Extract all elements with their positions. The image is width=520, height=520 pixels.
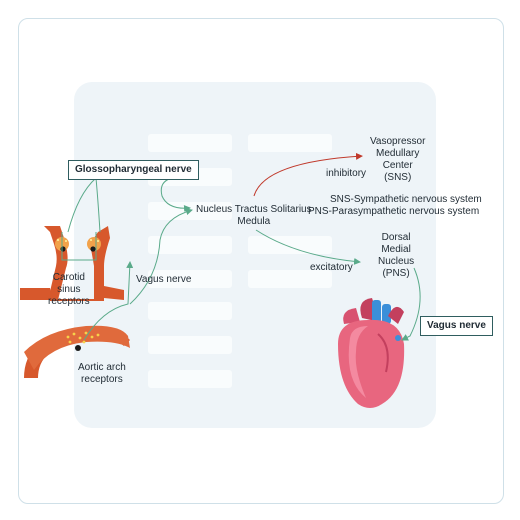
placeholder-slot [148,134,232,152]
nerve-pathways [61,176,421,341]
aortic-arch [24,325,130,378]
inhibitory-pathway [253,152,363,197]
vagus-nerve-left-label: Vagus nerve [136,274,192,285]
carotid-arteries [20,226,124,301]
pns-legend: PNS-Parasympathetic nervous system [308,206,480,217]
placeholder-slot [248,134,332,152]
placeholder-slot [148,336,232,354]
placeholder-slot [148,236,232,254]
inhibitory-label: inhibitory [326,168,367,179]
sns-legend: SNS-Sympathetic nervous system [330,194,482,205]
placeholder-slot [148,270,232,288]
placeholder-slot [248,270,332,288]
dorsal-medial-nucleus-label: Dorsal Medial Nucleus (PNS) [378,232,415,279]
nts-label: Nucleus Tractus Solitarius Medula [196,204,312,227]
excitatory-label: excitatory [310,262,353,273]
vagus-nerve-right-label: Vagus nerve [420,316,493,336]
carotid-sinus-receptors-label: Carotid sinus receptors [48,272,90,307]
placeholder-slot [148,302,232,320]
placeholder-slot [148,370,232,388]
aortic-arch-receptors-label: Aortic arch receptors [78,362,126,385]
heart-illustration [338,298,405,408]
placeholder-slot [248,236,332,254]
vasopressor-center-label: Vasopressor Medullary Center (SNS) [370,136,426,183]
glossopharyngeal-nerve-label: Glossopharyngeal nerve [68,160,199,180]
